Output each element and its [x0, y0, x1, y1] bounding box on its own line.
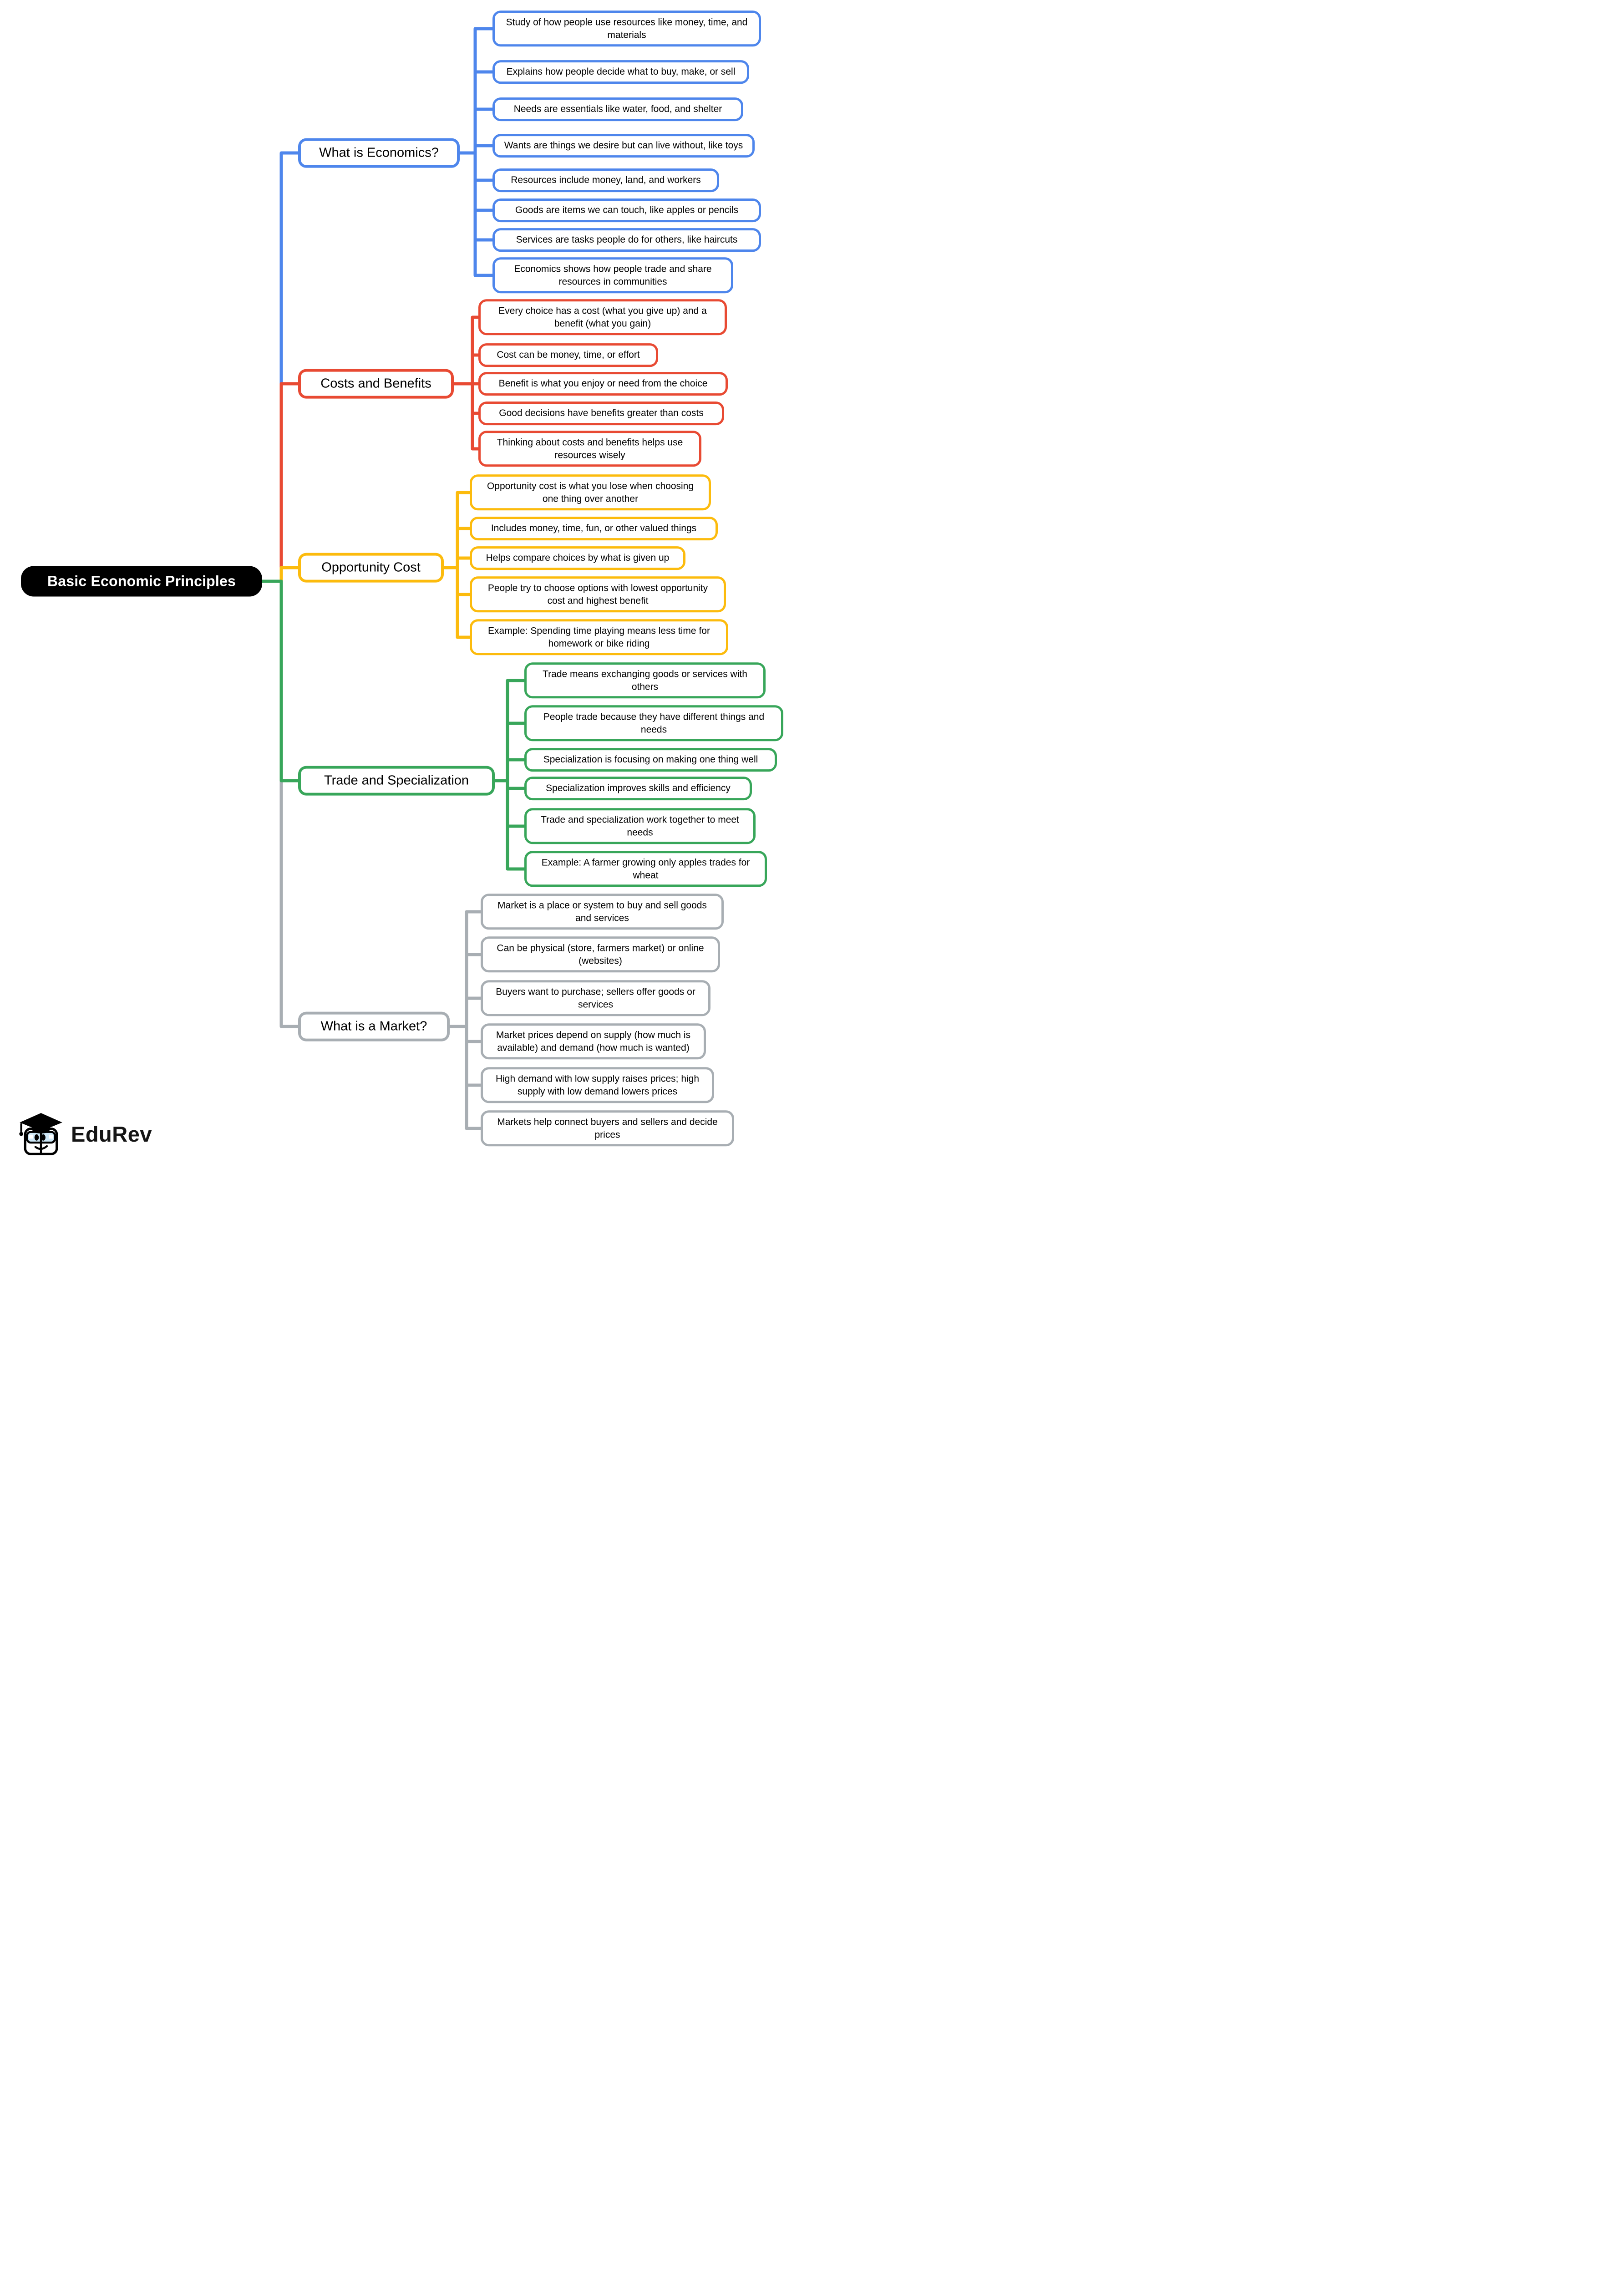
- leaf-node[interactable]: Helps compare choices by what is given u…: [470, 546, 685, 570]
- leaf-node[interactable]: High demand with low supply raises price…: [481, 1067, 714, 1103]
- edurev-mascot-icon: [19, 1113, 62, 1155]
- leaf-node[interactable]: Benefit is what you enjoy or need from t…: [478, 372, 728, 396]
- leaf-node[interactable]: Trade and specialization work together t…: [524, 808, 756, 844]
- leaf-node[interactable]: Includes money, time, fun, or other valu…: [470, 517, 718, 540]
- leaf-node[interactable]: Needs are essentials like water, food, a…: [492, 97, 743, 121]
- leaf-node[interactable]: People trade because they have different…: [524, 705, 783, 742]
- leaf-node[interactable]: Wants are things we desire but can live …: [492, 134, 755, 157]
- branch-node-what-is-a-market[interactable]: What is a Market?: [298, 1011, 450, 1041]
- leaf-node[interactable]: Trade means exchanging goods or services…: [524, 662, 766, 699]
- edurev-logo: EduRev: [17, 1110, 152, 1158]
- leaf-node[interactable]: Economics shows how people trade and sha…: [492, 257, 733, 294]
- mindmap-canvas: Basic Economic Principles What is Econom…: [0, 0, 812, 1165]
- leaf-node[interactable]: Study of how people use resources like m…: [492, 10, 761, 47]
- branch-node-opportunity-cost[interactable]: Opportunity Cost: [298, 553, 444, 583]
- edurev-logo-text: EduRev: [71, 1122, 152, 1146]
- branch-node-what-is-economics[interactable]: What is Economics?: [298, 138, 460, 168]
- leaf-node[interactable]: Explains how people decide what to buy, …: [492, 60, 749, 84]
- leaf-node[interactable]: Can be physical (store, farmers market) …: [481, 936, 720, 973]
- leaf-node[interactable]: Services are tasks people do for others,…: [492, 228, 761, 252]
- leaf-node[interactable]: People try to choose options with lowest…: [470, 576, 726, 613]
- leaf-node[interactable]: Opportunity cost is what you lose when c…: [470, 474, 711, 511]
- leaf-node[interactable]: Cost can be money, time, or effort: [478, 343, 658, 367]
- leaf-node[interactable]: Specialization is focusing on making one…: [524, 748, 777, 772]
- leaf-node[interactable]: Example: Spending time playing means les…: [470, 619, 728, 655]
- leaf-node[interactable]: Specialization improves skills and effic…: [524, 777, 752, 800]
- leaf-node[interactable]: Resources include money, land, and worke…: [492, 168, 719, 192]
- leaf-node[interactable]: Markets help connect buyers and sellers …: [481, 1110, 734, 1147]
- leaf-node[interactable]: Buyers want to purchase; sellers offer g…: [481, 980, 710, 1016]
- leaf-node[interactable]: Example: A farmer growing only apples tr…: [524, 851, 767, 887]
- branch-node-costs-and-benefits[interactable]: Costs and Benefits: [298, 369, 454, 399]
- branch-node-trade-and-specialization[interactable]: Trade and Specialization: [298, 766, 495, 796]
- leaf-node[interactable]: Good decisions have benefits greater tha…: [478, 401, 724, 425]
- connector-lines: [262, 27, 524, 1130]
- root-node[interactable]: Basic Economic Principles: [21, 566, 262, 597]
- leaf-node[interactable]: Goods are items we can touch, like apple…: [492, 198, 761, 222]
- leaf-node[interactable]: Market is a place or system to buy and s…: [481, 894, 724, 930]
- leaf-node[interactable]: Every choice has a cost (what you give u…: [478, 299, 727, 335]
- leaf-node[interactable]: Thinking about costs and benefits helps …: [478, 431, 701, 467]
- leaf-node[interactable]: Market prices depend on supply (how much…: [481, 1023, 706, 1060]
